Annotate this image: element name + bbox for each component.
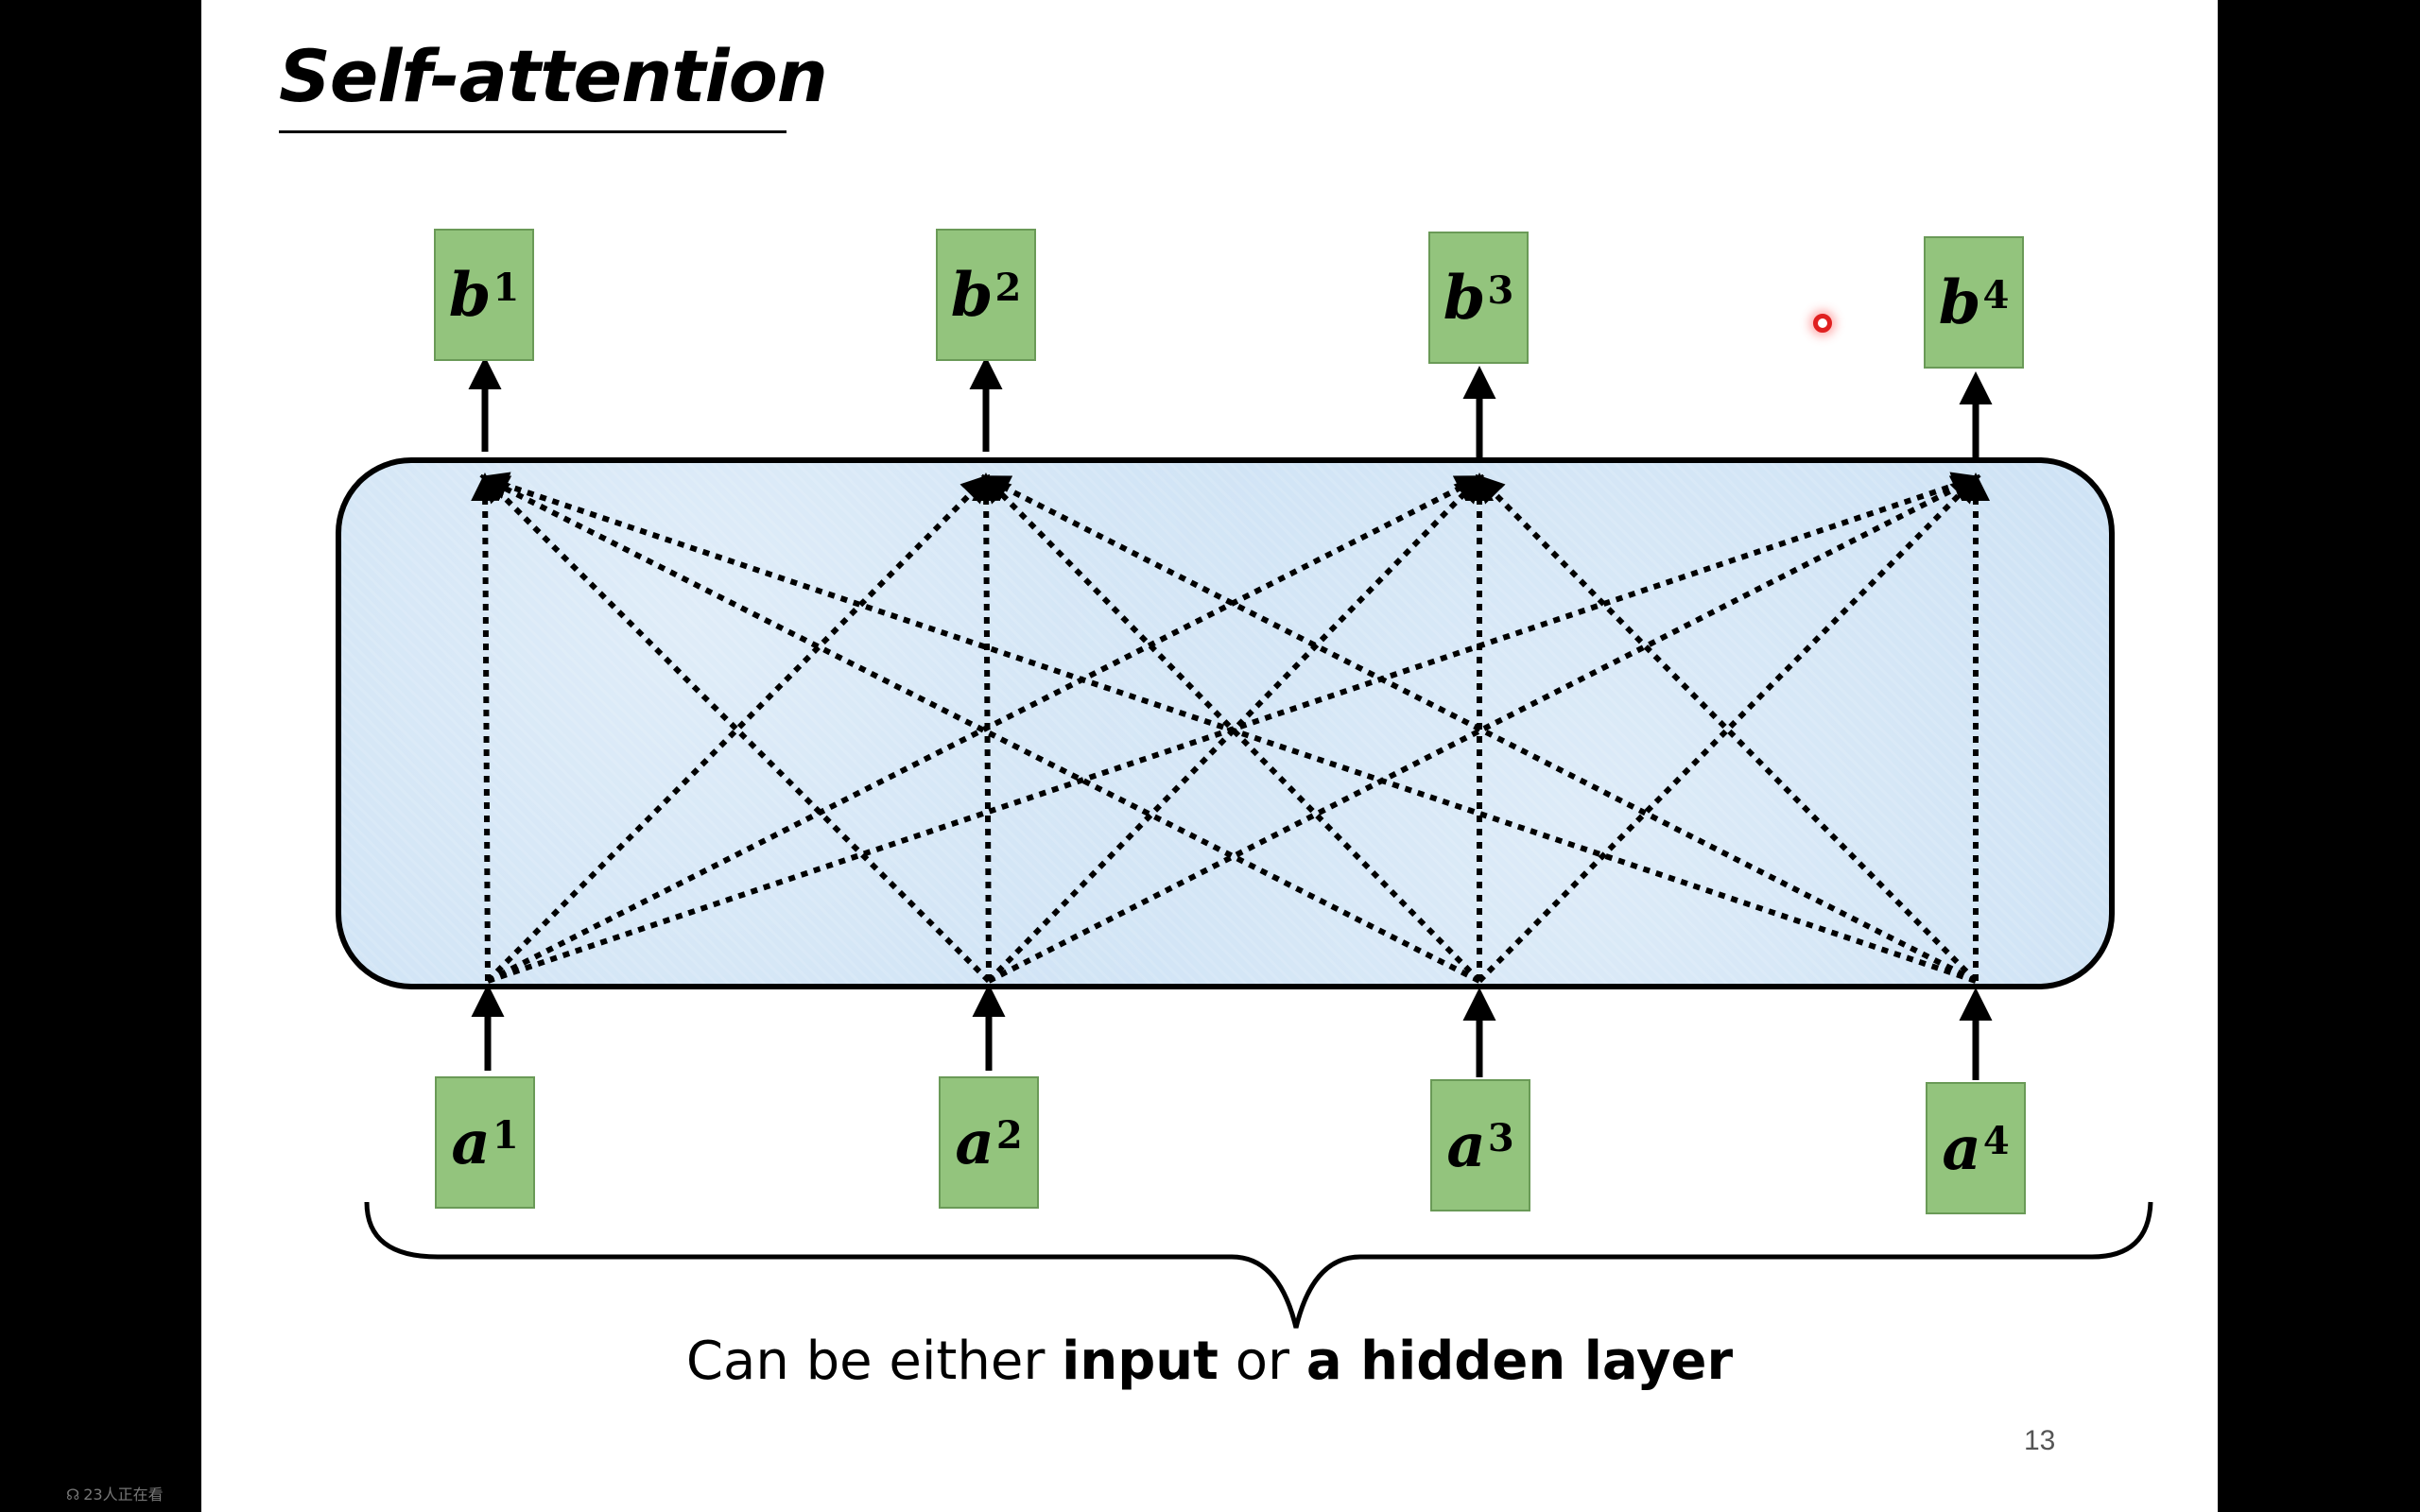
attention-link-a3-b4 [1477, 473, 1980, 984]
output-var: b [1443, 262, 1486, 334]
input-var: a [955, 1107, 994, 1178]
input-var: a [1942, 1112, 1981, 1184]
attention-link-a3-b1 [479, 475, 1481, 984]
input-index: 2 [995, 1112, 1023, 1158]
attention-link-a4-b3 [1475, 473, 1979, 984]
attention-link-a3-b2 [981, 473, 1482, 984]
attention-diagram [468, 356, 1993, 1080]
io-arrows [468, 356, 1993, 1080]
output-index: 4 [1982, 272, 2010, 318]
attention-links [471, 472, 1990, 984]
attention-link-a2-b2 [972, 472, 1001, 982]
input-index: 3 [1487, 1115, 1514, 1160]
input-var: a [451, 1107, 491, 1178]
viewer-count: ☊23人正在看 [66, 1482, 164, 1504]
caption-text: or [1218, 1331, 1306, 1392]
output-index: 1 [493, 265, 520, 310]
output-var: b [448, 259, 492, 331]
attention-link-a4-b1 [479, 472, 1977, 984]
page-number: 13 [2024, 1425, 2056, 1456]
caption-text: Can be either [685, 1331, 1063, 1392]
output-index: 2 [994, 265, 1022, 310]
attention-link-a2-b3 [986, 473, 1484, 984]
slide-title: Self-attention [279, 34, 828, 118]
self-attention-box [336, 457, 2115, 989]
headset-icon: ☊ [66, 1486, 80, 1503]
caption-bold-input: input [1062, 1331, 1219, 1392]
input-index: 4 [1982, 1118, 2010, 1163]
attention-link-a1-b1 [471, 472, 500, 982]
caption: Can be either input or a hidden layer [201, 1331, 2218, 1392]
output-var: b [950, 259, 994, 331]
input-index: 1 [492, 1112, 519, 1158]
output-var: b [1938, 266, 1981, 338]
attention-link-a2-b1 [480, 473, 992, 984]
viewer-count-text: 23人正在看 [83, 1486, 164, 1503]
output-index: 3 [1487, 267, 1514, 313]
caption-bold-hidden-layer: a hidden layer [1305, 1331, 1734, 1392]
laser-pointer [1813, 314, 1832, 333]
title-underline [279, 130, 786, 133]
input-var: a [1446, 1109, 1486, 1181]
